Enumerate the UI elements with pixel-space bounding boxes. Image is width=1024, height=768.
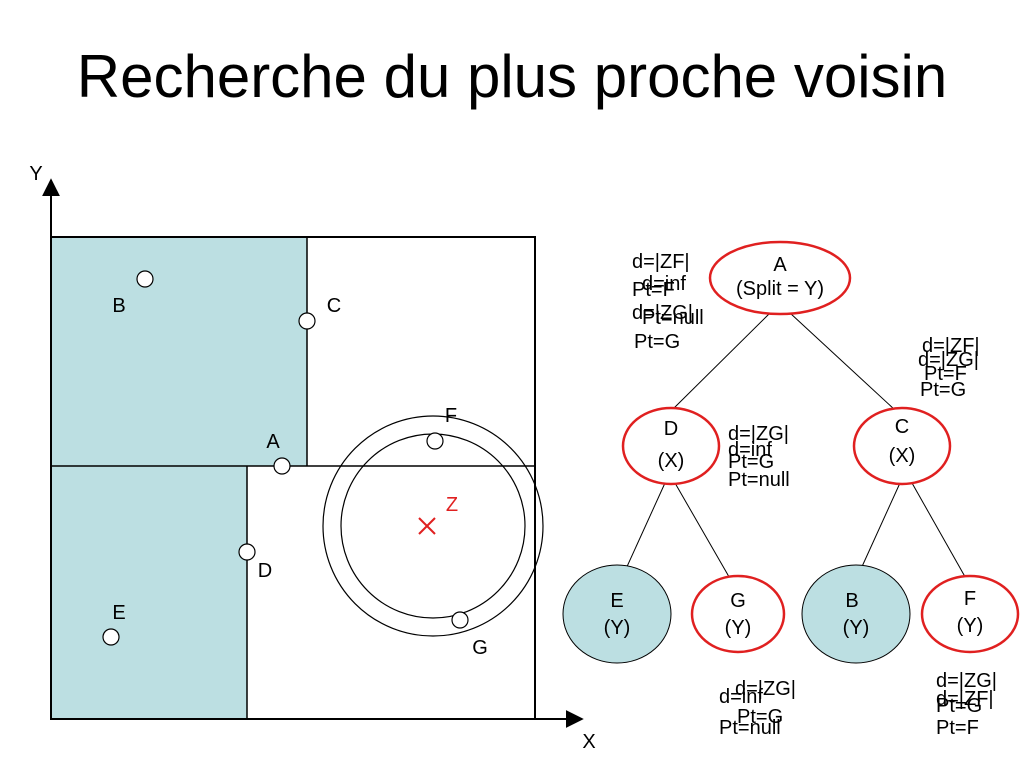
tree-node-e-split: (Y) <box>604 617 631 639</box>
annotation: d=|ZG| Pt=G <box>735 678 796 728</box>
annotations-node-a: d=|ZF| Pt=F d=inf Pt=null d=|ZG| Pt=G <box>632 251 704 353</box>
x-axis-label: X <box>582 731 595 753</box>
search-circle-inner <box>340 433 526 619</box>
annotations-node-d: d=|ZG| Pt=G d=inf Pt=null <box>728 423 790 491</box>
annotation: d=|ZF| Pt=F <box>936 688 994 739</box>
annotation-point: Pt=null <box>642 307 704 329</box>
annotation-distance: d=|ZG| <box>632 302 693 324</box>
annotation: d=inf Pt=null <box>719 686 781 739</box>
annotation-point: Pt=G <box>728 451 774 473</box>
annotation-distance: d=inf <box>719 686 763 708</box>
region-bottom-left <box>51 466 247 719</box>
annotation-point: Pt=F <box>936 717 979 739</box>
annotation-distance: d=|ZG| <box>735 678 796 700</box>
partition-plot: Y X B C A F D E G <box>29 163 595 753</box>
annotations-node-f: d=|ZG| Pt=G d=|ZF| Pt=F <box>936 670 997 739</box>
annotation-distance: d=|ZG| <box>936 670 997 692</box>
tree-node-g-split: (Y) <box>725 617 752 639</box>
tree-node-e-name: E <box>610 590 623 612</box>
annotations-node-g: d=|ZG| Pt=G d=inf Pt=null <box>719 678 796 739</box>
tree-node-c: C (X) <box>852 406 952 486</box>
query-label-z: Z <box>446 494 458 516</box>
tree-node-d-name: D <box>664 418 678 440</box>
annotation-point: Pt=G <box>936 695 982 717</box>
tree-node-b-name: B <box>845 590 858 612</box>
tree-node-f-split: (Y) <box>957 615 984 637</box>
edge-d-g <box>674 482 733 583</box>
annotation-point: Pt=G <box>920 379 966 401</box>
annotation-point: Pt=G <box>737 706 783 728</box>
annotations-node-c: d=|ZF| Pt=F d=|ZG| Pt=G <box>918 335 980 401</box>
annotation-distance: d=|ZG| <box>918 349 979 371</box>
annotation: d=|ZF| Pt=F <box>922 335 980 385</box>
point-label-d: D <box>258 560 272 582</box>
annotation-distance: d=|ZF| <box>936 688 994 710</box>
tree-node-d: D (X) <box>621 406 721 486</box>
annotation: d=|ZG| Pt=G <box>918 349 979 401</box>
annotation-point: Pt=F <box>632 279 675 301</box>
annotation-point: Pt=G <box>634 331 680 353</box>
point-f: F <box>426 405 457 450</box>
search-circle-outer <box>322 415 544 637</box>
annotation-distance: d=|ZF| <box>922 335 980 357</box>
point-label-e: E <box>112 602 125 624</box>
tree-node-g: G (Y) <box>690 574 786 654</box>
tree-node-d-split: (X) <box>658 450 685 472</box>
annotation-distance: d=inf <box>642 273 686 295</box>
annotation-point: Pt=F <box>924 363 967 385</box>
annotation-distance: d=inf <box>728 439 772 461</box>
point-label-c: C <box>327 295 341 317</box>
region-top-left <box>51 237 307 466</box>
point-b: B <box>112 270 154 317</box>
point-e: E <box>102 602 126 646</box>
slide-title: Recherche du plus proche voisin <box>76 43 948 110</box>
edge-c-f <box>911 482 969 583</box>
point-label-f: F <box>445 405 457 427</box>
annotation: d=inf Pt=null <box>728 439 790 491</box>
annotation-point: Pt=null <box>719 717 781 739</box>
tree-node-b: B (Y) <box>801 564 911 664</box>
annotation-distance: d=|ZG| <box>728 423 789 445</box>
point-d: D <box>238 543 272 582</box>
annotation-distance: d=|ZF| <box>632 251 690 273</box>
tree-node-c-name: C <box>895 416 909 438</box>
annotation: d=inf Pt=null <box>642 273 704 329</box>
tree-node-a-split: (Split = Y) <box>736 278 824 300</box>
tree-node-f: F (Y) <box>920 574 1020 654</box>
point-g: G <box>451 611 488 659</box>
kd-tree: A (Split = Y) D (X) C (X) E (Y) G (Y) B … <box>562 240 1020 739</box>
tree-node-c-split: (X) <box>889 445 916 467</box>
point-c: C <box>298 295 341 330</box>
tree-node-b-split: (Y) <box>843 617 870 639</box>
edge-a-c <box>789 312 896 411</box>
tree-node-g-name: G <box>730 590 746 612</box>
point-a: A <box>266 431 291 475</box>
point-label-a: A <box>266 431 280 453</box>
annotation: d=|ZF| Pt=F <box>632 251 690 301</box>
annotation: d=|ZG| Pt=G <box>632 302 693 353</box>
y-axis-label: Y <box>29 163 42 185</box>
query-point-z: Z <box>418 494 458 535</box>
point-label-g: G <box>472 637 488 659</box>
tree-node-e: E (Y) <box>562 564 672 664</box>
tree-node-f-name: F <box>964 588 976 610</box>
edge-a-d <box>671 312 771 411</box>
tree-node-a: A (Split = Y) <box>708 240 852 316</box>
annotation: d=|ZG| Pt=G <box>936 670 997 717</box>
point-label-b: B <box>112 295 125 317</box>
annotation: d=|ZG| Pt=G <box>728 423 789 473</box>
tree-node-a-name: A <box>773 254 787 276</box>
annotation-point: Pt=null <box>728 469 790 491</box>
